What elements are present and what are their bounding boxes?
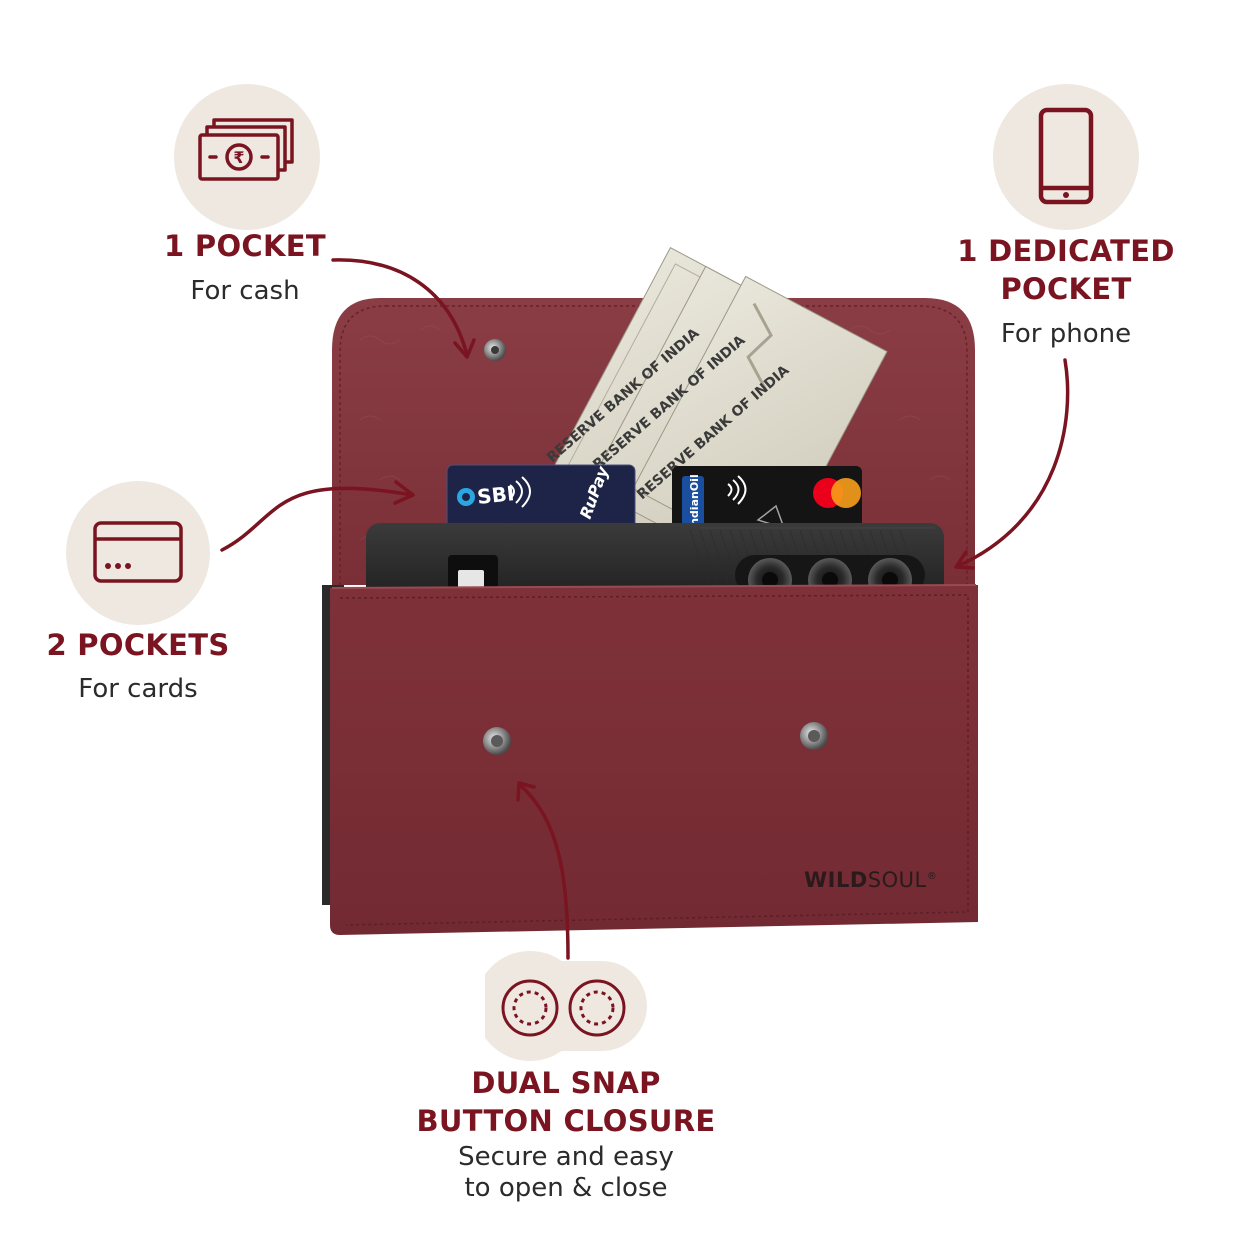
brand-logo-light: SOUL [867, 868, 927, 892]
cash-icon-circle: ₹ [174, 84, 320, 230]
cards-subtitle: For cards [78, 674, 198, 704]
brand-logo: WILDSOUL® [804, 868, 937, 892]
cards-title: 2 POCKETS [46, 628, 230, 662]
phone-title-line1: 1 DEDICATED [957, 234, 1175, 268]
snap-subtitle-line1: Secure and easy [458, 1142, 674, 1172]
svg-text:₹: ₹ [233, 148, 244, 167]
card-indianoil-bank: IndianOil [688, 474, 701, 530]
snap-title-line2: BUTTON CLOSURE [416, 1104, 716, 1138]
phone-subtitle: For phone [1000, 319, 1132, 349]
cards-icon-circle [66, 481, 210, 625]
phone-title-line2: POCKET [1000, 272, 1132, 306]
credit-card-icon [93, 521, 183, 583]
phone-icon [1038, 107, 1094, 205]
snap-title-line1: DUAL SNAP [471, 1066, 661, 1100]
banknote-icon: ₹ [198, 118, 294, 181]
brand-logo-bold: WILD [804, 868, 868, 892]
cash-title: 1 POCKET [164, 229, 326, 263]
phone-icon-circle [993, 84, 1139, 230]
snap-subtitle-line2: to open & close [464, 1173, 668, 1203]
card-sbi-bank: SBI [476, 481, 515, 509]
wallet-body [330, 585, 978, 935]
snap-icon-circle [475, 951, 647, 1061]
cash-subtitle: For cash [190, 276, 300, 306]
snap-button-icon [475, 951, 647, 1061]
brand-logo-mark: ® [926, 871, 938, 882]
